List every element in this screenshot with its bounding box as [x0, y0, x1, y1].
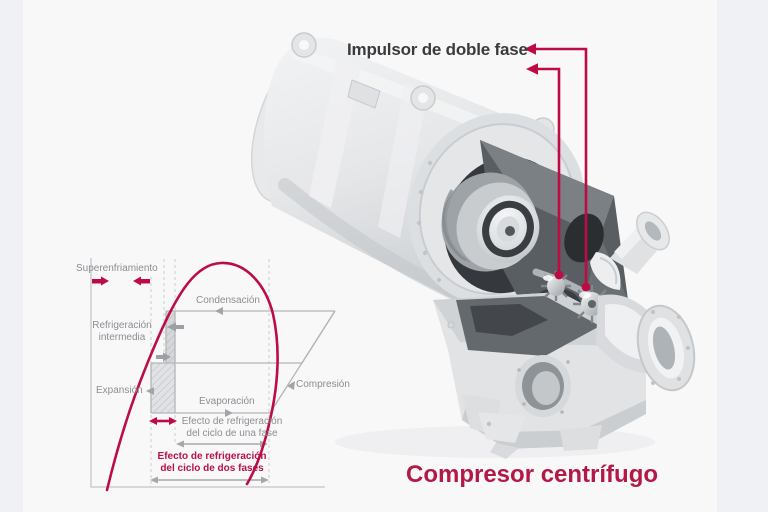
compressor-illustration — [250, 32, 696, 459]
compressor-title: Compresor centrífugo — [406, 461, 659, 488]
impeller-assembly — [532, 268, 644, 335]
label-compression: Compresión — [296, 379, 350, 390]
label-intermediate-refrigeration: Refrigeración intermedia — [92, 320, 152, 343]
label-evaporation: Evaporación — [199, 396, 255, 407]
evaporation-arrow-icon — [225, 409, 233, 417]
cycle-lines — [150, 310, 336, 414]
injection-arrows — [156, 322, 184, 362]
base-housing — [433, 292, 646, 459]
ph-diagram — [90, 258, 336, 492]
supercooling-arrows — [92, 276, 150, 286]
callout-arrow-left-icon — [524, 43, 536, 55]
callout-endpoint-dot — [581, 282, 591, 292]
span-arrow-end — [150, 476, 158, 484]
left-pillarbox — [0, 0, 23, 512]
callout-endpoint-dot — [554, 270, 564, 280]
span-arrow-end — [261, 476, 269, 484]
right-pillarbox — [717, 0, 768, 512]
span-arrows — [154, 443, 265, 481]
expansion-arrow-icon — [146, 387, 154, 395]
label-two-stage-effect: Efecto de refrigeración del ciclo de dos… — [157, 451, 267, 474]
refrigeration-gain-areas — [151, 311, 175, 413]
label-condensation: Condensación — [196, 295, 260, 306]
saturation-curve — [105, 261, 279, 492]
impeller-callout-lines — [535, 47, 588, 287]
label-single-stage-effect: Efecto de refrigeración del ciclo de una… — [181, 416, 283, 439]
suction-pipe — [590, 211, 670, 290]
callout-arrow-left-icon — [526, 63, 538, 75]
compression-arrow-icon — [287, 381, 295, 390]
span-arrow-end — [176, 440, 184, 448]
label-supercooling: Superenfriamiento — [76, 263, 158, 274]
motor-rotor — [441, 172, 540, 272]
diagram-axes — [90, 258, 325, 488]
label-expansion: Expansión — [96, 385, 143, 396]
discharge-volute — [596, 294, 696, 392]
condensation-arrow-icon — [215, 307, 223, 315]
impeller-callout-label: Impulsor de doble fase — [347, 40, 528, 59]
single-stage-span-arrow — [149, 417, 177, 425]
